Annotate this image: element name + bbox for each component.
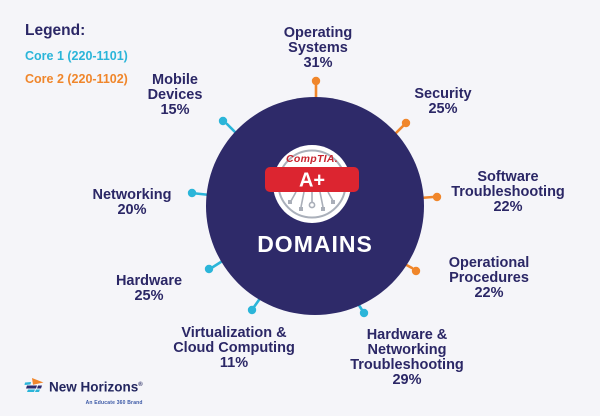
domain-name: Operational Procedures bbox=[448, 255, 530, 286]
domain-name: Hardware bbox=[115, 273, 183, 289]
domain-percent: 22% bbox=[493, 199, 523, 215]
domain-label-security: Security 25% bbox=[414, 87, 471, 117]
domain-percent: 31% bbox=[303, 55, 333, 71]
domain-percent: 25% bbox=[134, 288, 164, 304]
brand-name: New Horizons bbox=[49, 379, 139, 395]
domain-percent: 15% bbox=[160, 102, 190, 118]
registered-mark: ® bbox=[138, 382, 143, 388]
domain-label-mobile-devices: Mobile Devices 15% bbox=[148, 73, 203, 118]
legend-item-core1: Core 1 (220-1101) bbox=[25, 49, 128, 63]
comptia-brand-text: CompTIA. bbox=[286, 153, 338, 165]
domain-name: Hardware & Networking Troubleshooting bbox=[350, 327, 464, 373]
circuit-traces-icon bbox=[288, 191, 335, 211]
domain-label-operating-systems: Operating Systems 31% bbox=[284, 26, 352, 71]
domain-name: Operating Systems bbox=[283, 25, 353, 56]
domain-label-virtualization-cloud-computing: Virtualization & Cloud Computing 11% bbox=[173, 326, 295, 371]
domains-title: DOMAINS bbox=[257, 231, 373, 257]
domain-label-operational-procedures: Operational Procedures 22% bbox=[449, 256, 530, 301]
domain-percent: 29% bbox=[392, 372, 422, 388]
domain-percent: 22% bbox=[474, 285, 504, 301]
domain-name: Software Troubleshooting bbox=[451, 169, 565, 200]
new-horizons-logo: New Horizons® An Educate 360 Brand bbox=[24, 378, 143, 410]
comptia-a-plus-badge: CompTIA. A+ bbox=[265, 145, 359, 223]
brand-tagline: An Educate 360 Brand bbox=[85, 399, 143, 406]
domain-name: Networking bbox=[92, 187, 172, 203]
a-plus-banner bbox=[265, 167, 359, 192]
domain-percent: 20% bbox=[117, 202, 147, 218]
domain-label-networking: Networking 20% bbox=[93, 188, 172, 218]
domain-name: Security bbox=[414, 86, 472, 102]
domain-percent: 25% bbox=[428, 101, 458, 117]
domain-label-hardware-networking-troubleshooting: Hardware & Networking Troubleshooting 29… bbox=[350, 328, 464, 388]
domain-percent: 11% bbox=[219, 355, 249, 371]
domain-name: Mobile Devices bbox=[147, 72, 203, 103]
legend-title: Legend: bbox=[25, 22, 86, 39]
brand-line: New Horizons® An Educate 360 Brand bbox=[49, 378, 143, 410]
legend-item-core2: Core 2 (220-1102) bbox=[25, 72, 128, 86]
a-plus-cert-text: A+ bbox=[299, 170, 325, 192]
domain-label-hardware: Hardware 25% bbox=[116, 274, 182, 304]
legend: Legend: Core 1 (220-1101) Core 2 (220-11… bbox=[25, 22, 128, 95]
domain-label-software-troubleshooting: Software Troubleshooting 22% bbox=[451, 170, 565, 215]
domain-name: Virtualization & Cloud Computing bbox=[173, 325, 295, 356]
new-horizons-flag-icon bbox=[24, 378, 44, 392]
